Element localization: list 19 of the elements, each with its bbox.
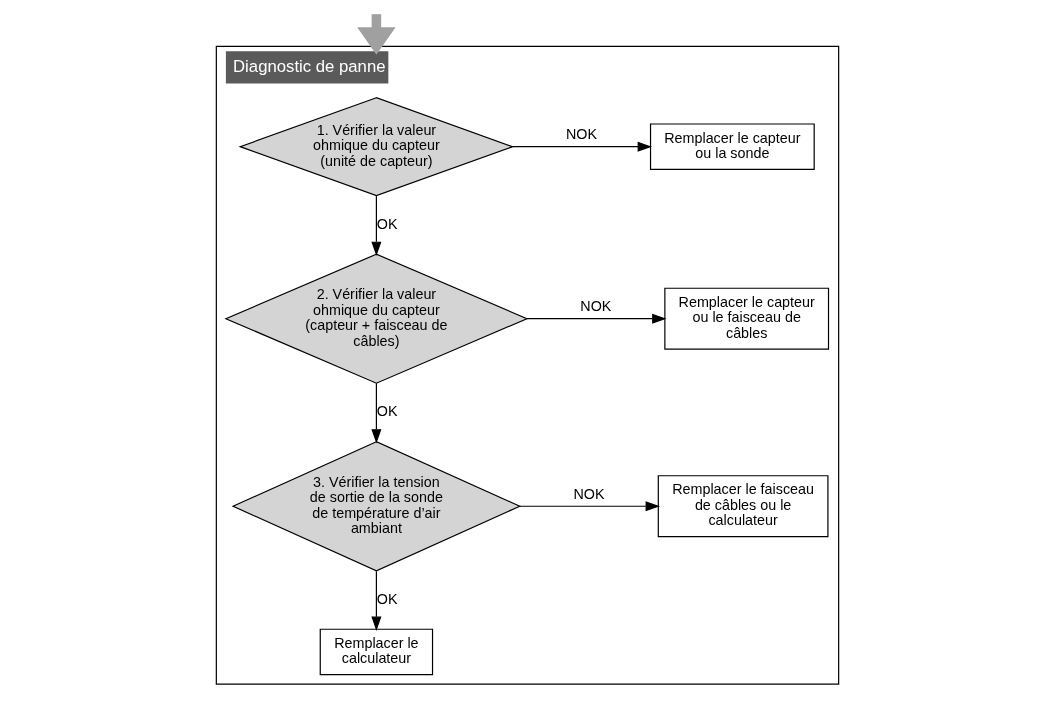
edge-label: OK (376, 403, 398, 420)
node-box: Remplacer le capteur ou la sonde (649, 123, 815, 170)
arrow (526, 313, 667, 324)
node-box: Remplacer le faisceau de câbles ou le calculateur (657, 475, 829, 538)
arrow (371, 195, 382, 256)
edge-label: OK (376, 590, 398, 607)
node-box: Remplacer le calculateur (319, 628, 434, 676)
arrow (371, 382, 382, 444)
edge-label: NOK (566, 126, 598, 143)
arrow (519, 501, 660, 512)
edge-label: NOK (580, 298, 612, 315)
arrow (512, 141, 652, 152)
node-diamond: 2. Vérifier la valeur ohmique du capteur (capteur + faisceau de câbles) (224, 253, 529, 384)
arrow (371, 570, 382, 631)
edge-label: OK (376, 215, 398, 232)
node-diamond: 3. Vérifier la tension de sortie de la sonde de température d’air ambiant (231, 441, 522, 572)
node-box: Remplacer le capteur ou le faisceau de câbles (664, 287, 830, 350)
edge-label: NOK (573, 485, 605, 502)
node-diamond: 1. Vérifier la valeur ohmique du capteur (unité de capteur) (238, 97, 515, 197)
